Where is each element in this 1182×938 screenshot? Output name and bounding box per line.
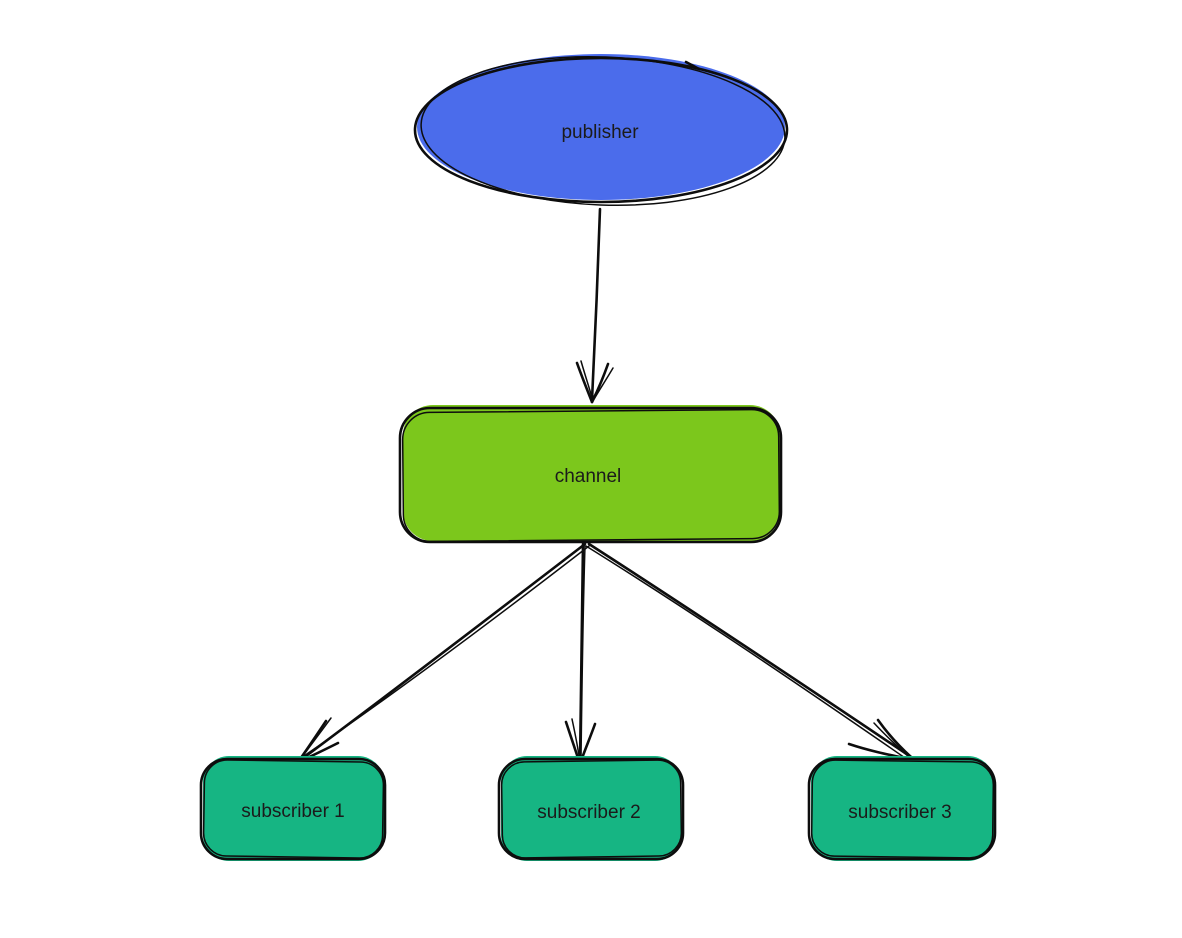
node-subscriber3-outline-sketch (810, 759, 995, 859)
arrowhead-stroke (873, 722, 911, 759)
node-publisher-label: publisher (561, 122, 639, 143)
edge-channel-subscriber3 (585, 542, 913, 761)
node-subscriber1-label: subscriber 1 (241, 801, 345, 822)
node-subscriber1-outline (199, 757, 387, 861)
edge-line (578, 542, 585, 766)
node-subscriber2-outline (497, 757, 685, 861)
edge-line-sketch (580, 545, 586, 761)
edge-line (587, 542, 913, 759)
node-subscriber3: subscriber 3 (807, 756, 997, 861)
node-publisher-outline (413, 56, 789, 204)
node-subscriber3-label: subscriber 3 (848, 802, 952, 823)
node-subscriber2-fill (501, 756, 681, 861)
node-subscriber3-outline (807, 757, 997, 861)
node-subscriber2: subscriber 2 (497, 756, 685, 861)
arrowhead-stroke (580, 360, 594, 402)
node-channel-fill (403, 405, 780, 541)
edge-line (590, 207, 602, 402)
node-subscriber1-fill (203, 756, 384, 861)
node-channel-label: channel (555, 466, 622, 487)
node-channel-outline-sketch (401, 408, 781, 543)
edge-line-sketch (585, 545, 909, 761)
node-publisher-outline-sketch (420, 55, 786, 207)
node-subscriber1: subscriber 1 (199, 756, 387, 861)
arrowhead-stroke (592, 367, 614, 402)
arrowhead-stroke (575, 361, 594, 404)
node-publisher-outline-tick (684, 60, 701, 71)
arrowhead-icon (575, 360, 614, 404)
node-publisher-fill (417, 54, 785, 200)
node-channel-outline (398, 406, 783, 544)
arrowhead-stroke (876, 718, 913, 759)
node-subscriber3-fill (811, 756, 994, 861)
node-publisher: publisher (413, 54, 789, 207)
edge-channel-subscriber1 (296, 542, 590, 764)
node-channel: channel (398, 405, 783, 544)
edge-publisher-channel (575, 207, 614, 404)
node-subscriber2-outline-sketch (500, 759, 683, 859)
arrowhead-icon (296, 717, 340, 764)
node-subscriber1-outline-sketch (202, 759, 385, 859)
node-subscriber2-label: subscriber 2 (537, 802, 641, 823)
edge-line-sketch (300, 545, 590, 759)
edge-channel-subscriber2 (564, 542, 597, 766)
